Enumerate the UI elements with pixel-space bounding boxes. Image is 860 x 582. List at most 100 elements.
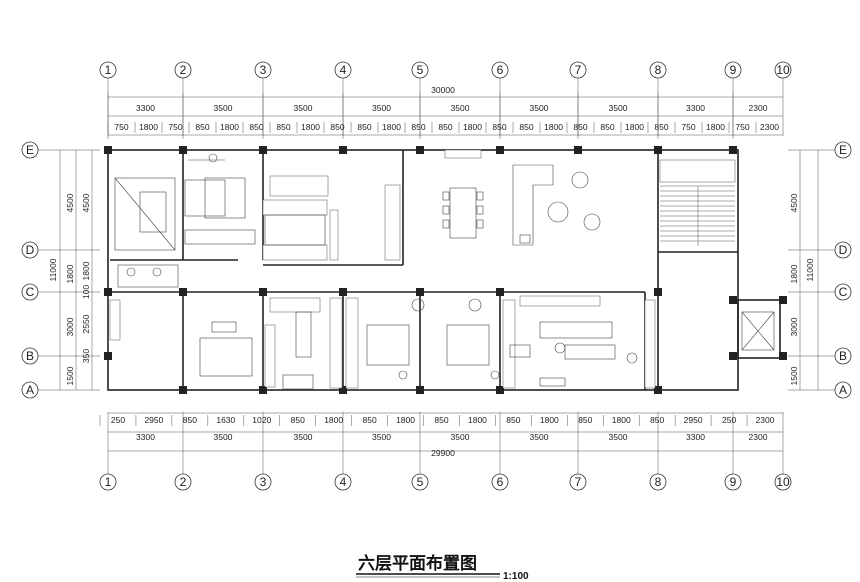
column — [339, 288, 347, 296]
axis-label: 2 — [180, 475, 187, 489]
column — [104, 288, 112, 296]
axis-label: 10 — [776, 475, 790, 489]
column — [104, 352, 112, 360]
dim-detail: 1800 — [544, 122, 563, 132]
room-top-left — [114, 153, 256, 288]
elevator — [741, 311, 775, 351]
dim-detail: 2950 — [144, 415, 163, 425]
dim-detail: 2300 — [760, 122, 779, 132]
dim-detail: 1800 — [463, 122, 482, 132]
column — [339, 146, 347, 154]
axis-bubble-9: 9 — [724, 61, 742, 79]
dim-top-bay: 3500 — [294, 103, 313, 113]
dim-left-outer: 1500 — [65, 366, 75, 385]
living-dining-area — [442, 164, 601, 246]
column — [259, 146, 267, 154]
column — [729, 296, 737, 304]
axis-label: 9 — [730, 475, 737, 489]
column — [654, 288, 662, 296]
dim-detail: 750 — [735, 122, 749, 132]
dim-bottom-total: 29900 — [431, 448, 455, 458]
dim-left-inner: 1800 — [81, 261, 91, 280]
axis-label: A — [839, 383, 847, 397]
dim-detail: 850 — [357, 122, 371, 132]
axis-bubble-E: E — [834, 141, 852, 159]
dim-detail: 850 — [276, 122, 290, 132]
column — [179, 288, 187, 296]
axis-label: 1 — [105, 63, 112, 77]
axis-label: C — [839, 285, 848, 299]
hatched-closets — [109, 149, 656, 389]
dim-detail: 850 — [330, 122, 344, 132]
column — [104, 146, 112, 154]
axis-bubble-10: 10 — [774, 61, 792, 79]
axis-label: 6 — [497, 475, 504, 489]
drawing-scale: 1:100 — [503, 571, 529, 582]
dim-left-outer: 4500 — [65, 193, 75, 212]
column — [779, 352, 787, 360]
dim-bottom-bay: 3500 — [294, 432, 313, 442]
dim-bottom-bay: 3300 — [686, 432, 705, 442]
axis-bubble-7: 7 — [569, 473, 587, 491]
column — [496, 288, 504, 296]
dim-top-bay: 3500 — [372, 103, 391, 113]
dim-detail: 1800 — [540, 415, 559, 425]
axis-bubble-10: 10 — [774, 473, 792, 491]
dim-detail: 850 — [650, 415, 664, 425]
dim-top-bay: 3300 — [136, 103, 155, 113]
dim-detail: 250 — [111, 415, 125, 425]
dim-detail: 1800 — [139, 122, 158, 132]
dim-top-total: 30000 — [431, 85, 455, 95]
dim-detail: 1800 — [301, 122, 320, 132]
dim-detail: 1020 — [252, 415, 271, 425]
axis-label: C — [26, 285, 35, 299]
dim-detail: 850 — [506, 415, 520, 425]
dim-bottom-bay: 3300 — [136, 432, 155, 442]
axis-label: 5 — [417, 63, 424, 77]
dim-top-bay: 3500 — [530, 103, 549, 113]
dim-detail: 850 — [291, 415, 305, 425]
dim-left-inner: 4500 — [81, 193, 91, 212]
axis-label: A — [26, 383, 34, 397]
dim-detail: 1800 — [625, 122, 644, 132]
column — [574, 146, 582, 154]
dim-detail: 1800 — [396, 415, 415, 425]
axis-label: 6 — [497, 63, 504, 77]
axis-label: 7 — [575, 475, 582, 489]
axis-label: 1 — [105, 475, 112, 489]
column — [179, 146, 187, 154]
dim-detail: 850 — [195, 122, 209, 132]
dim-left-total: 11000 — [48, 258, 58, 281]
column — [416, 386, 424, 394]
dim-detail: 750 — [681, 122, 695, 132]
dim-detail: 250 — [722, 415, 736, 425]
dim-detail: 850 — [654, 122, 668, 132]
dim-bottom-bay: 3500 — [609, 432, 628, 442]
dim-right-outer: 1800 — [789, 264, 799, 283]
axis-bubble-2: 2 — [174, 473, 192, 491]
dim-bottom-bay: 3500 — [372, 432, 391, 442]
axis-bubble-B: B — [21, 347, 39, 365]
column — [416, 288, 424, 296]
dim-top-bay: 3500 — [214, 103, 233, 113]
dim-detail: 850 — [519, 122, 533, 132]
axis-label: B — [839, 349, 847, 363]
dim-detail: 850 — [183, 415, 197, 425]
axis-label: D — [26, 243, 35, 257]
dim-left-outer: 3000 — [65, 317, 75, 336]
axis-bubble-7: 7 — [569, 61, 587, 79]
dim-left-inner: 350 — [81, 349, 91, 363]
axis-label: B — [26, 349, 34, 363]
axis-bubble-A: A — [21, 381, 39, 399]
axis-bubble-D: D — [21, 241, 39, 259]
dim-detail: 850 — [578, 415, 592, 425]
dim-detail: 750 — [114, 122, 128, 132]
axis-label: 5 — [417, 475, 424, 489]
drawing-title: 六层平面布置图 — [358, 553, 477, 574]
column — [729, 146, 737, 154]
dim-bottom-bay: 3500 — [214, 432, 233, 442]
dim-bottom-bay: 3500 — [451, 432, 470, 442]
axis-label: 4 — [340, 475, 347, 489]
axis-label: 8 — [655, 63, 662, 77]
